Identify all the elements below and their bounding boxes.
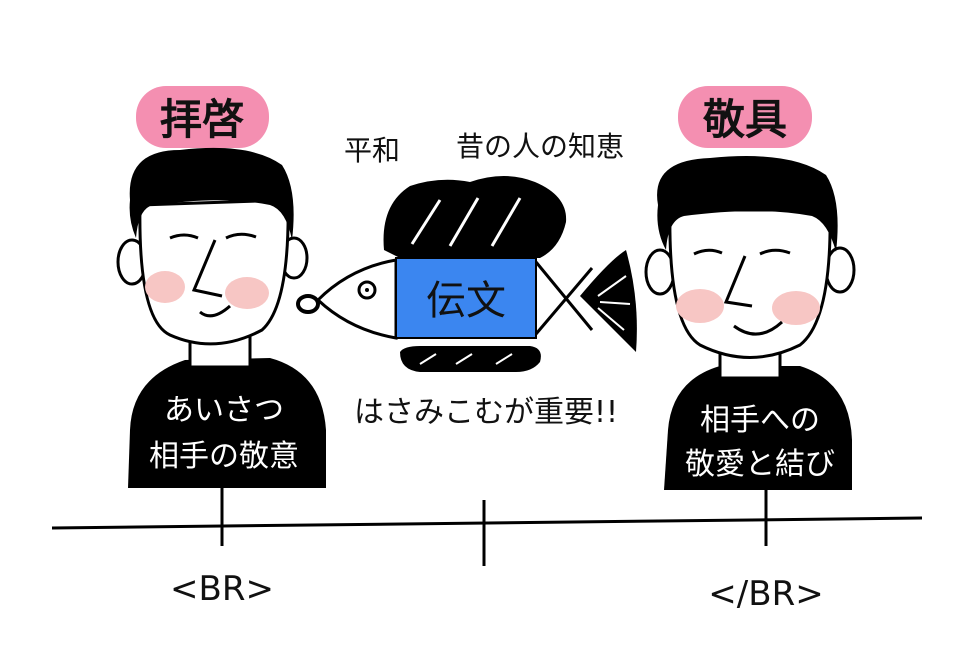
right-shirt [664,366,852,490]
topping-stroke-3 [490,197,522,247]
left-eye-right [225,232,257,240]
fish-eye-pupil [365,288,369,292]
topping-stroke-2 [448,197,480,247]
right-shirt-line2: 敬愛と結び [685,447,835,482]
bottom-stroke-2 [455,353,473,365]
left-hair [129,147,294,240]
left-mouth [199,304,231,318]
right-cheek-right [772,291,820,325]
left-eye-left [169,233,199,240]
tail-cross-2 [534,267,594,335]
left-cheek-right [225,277,269,309]
fish-mouth [296,294,320,314]
right-hair [657,156,838,252]
tail-fin-line-1 [597,275,627,297]
tail-fin-line-3 [597,307,625,331]
tail-cross-1 [534,261,594,331]
tail-fin-line-2 [599,301,631,305]
timeline-axis [51,516,923,530]
right-eye-left [693,248,723,256]
right-eye-right [759,248,791,256]
right-person: 敬具 相手への 敬愛と結び </BR> [644,86,856,614]
center-fish: 平和 昔の人の知恵 伝文 はさみこむが重要!! [296,130,637,430]
bottom-stroke-3 [495,353,513,365]
left-header-text: 拝啓 [160,95,244,144]
fish-body [395,257,537,339]
left-nose [191,239,223,298]
caption-bottom: はさみこむが重要!! [354,395,618,430]
fish-body-label: 伝文 [426,278,506,324]
left-header-badge [136,86,269,148]
left-shirt-line2: 相手の敬意 [149,439,299,474]
right-nose [723,255,753,308]
left-person: 拝啓 あいさつ 相手の敬意 <BR> [116,86,326,609]
right-tag: </BR> [708,574,823,614]
fish-top-topping [383,176,567,258]
right-header-badge [678,86,812,148]
right-cheek-left [676,289,724,323]
fish-tail [580,250,637,352]
right-face [668,208,832,359]
left-cheek-left [145,271,185,303]
bottom-stroke-1 [419,353,437,365]
left-tag: <BR> [170,569,274,609]
right-mouth [733,320,784,336]
topping-stroke-1 [410,199,442,245]
caption-right: 昔の人の知恵 [456,130,624,163]
timeline [51,500,923,566]
caption-left: 平和 [344,134,400,167]
right-shirt-line1: 相手への [700,403,820,438]
fish-bottom-topping [400,346,541,372]
fish-head [315,258,398,340]
left-shirt-line1: あいさつ [164,393,284,428]
right-header-text: 敬具 [702,95,787,144]
left-shirt [128,358,326,488]
